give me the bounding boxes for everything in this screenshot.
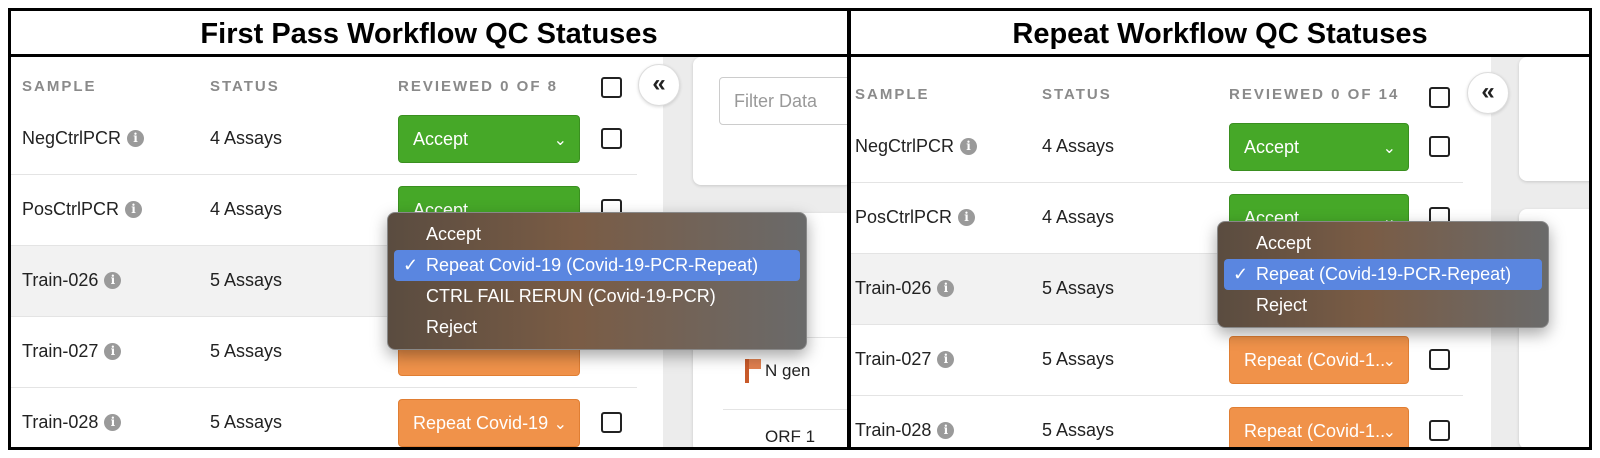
- info-icon[interactable]: i: [958, 209, 976, 226]
- sample-name: PosCtrlPCR: [855, 207, 953, 227]
- sample-name: Train-026: [22, 270, 99, 290]
- qc-status-select[interactable]: Repeat (Covid-1...⌄: [1229, 336, 1409, 384]
- check-icon: ✓: [403, 255, 419, 275]
- status-text: 5 Assays: [210, 341, 283, 361]
- info-icon[interactable]: i: [104, 272, 122, 289]
- collapse-sidebar-button[interactable]: «: [1467, 72, 1509, 114]
- chevron-down-icon: ⌄: [1382, 424, 1396, 441]
- info-icon[interactable]: i: [937, 422, 955, 439]
- info-icon[interactable]: i: [127, 130, 145, 147]
- filter-data-input[interactable]: Filter Data: [719, 77, 847, 125]
- status-text: 5 Assays: [210, 412, 283, 432]
- status-text: 4 Assays: [1042, 136, 1115, 156]
- table-row: NegCtrlPCR i 4 Assays Accept⌄: [11, 104, 637, 175]
- qc-status-dropdown-menu: Accept ✓Repeat Covid-19 (Covid-19-PCR-Re…: [387, 212, 807, 350]
- sample-column-header: SAMPLE: [855, 86, 930, 103]
- table-row: Train-028 i 5 Assays Repeat (Covid-1...⌄: [851, 396, 1463, 447]
- chevron-down-icon: ⌄: [1382, 353, 1396, 370]
- chevron-down-icon: ⌄: [1382, 140, 1396, 157]
- status-column-header: STATUS: [210, 78, 280, 95]
- select-all-checkbox[interactable]: [601, 77, 622, 98]
- info-icon[interactable]: i: [937, 280, 955, 297]
- info-icon[interactable]: i: [104, 414, 122, 431]
- panel-title: First Pass Workflow QC Statuses: [11, 11, 847, 57]
- review-checkbox[interactable]: [1429, 136, 1450, 157]
- sample-name: Train-028: [22, 412, 99, 432]
- menu-item-reject[interactable]: Reject: [1256, 295, 1308, 315]
- repeat-panel: Repeat Workflow QC Statuses SAMPLE STATU…: [851, 11, 1589, 447]
- status-text: 5 Assays: [1042, 349, 1115, 369]
- select-all-checkbox[interactable]: [1429, 87, 1450, 108]
- status-text: 5 Assays: [1042, 420, 1115, 440]
- info-icon[interactable]: i: [937, 351, 955, 368]
- flag-icon: [745, 359, 761, 383]
- orf-label: ORF 1: [765, 427, 816, 446]
- table-row: Train-027 i 5 Assays Repeat (Covid-1...⌄: [851, 325, 1463, 396]
- panel-divider: [847, 8, 851, 450]
- status-text: 5 Assays: [210, 270, 283, 290]
- menu-item-repeat-covid-19[interactable]: ✓Repeat Covid-19 (Covid-19-PCR-Repeat): [394, 250, 800, 281]
- menu-item-ctrl-fail-rerun[interactable]: CTRL FAIL RERUN (Covid-19-PCR): [426, 286, 716, 306]
- menu-item-accept[interactable]: Accept: [426, 224, 482, 244]
- info-icon[interactable]: i: [960, 138, 978, 155]
- qc-status-select[interactable]: Accept⌄: [398, 115, 580, 163]
- status-text: 5 Assays: [1042, 278, 1115, 298]
- sample-name: Train-028: [855, 420, 932, 440]
- menu-item-reject[interactable]: Reject: [426, 317, 478, 337]
- review-checkbox[interactable]: [1429, 349, 1450, 370]
- table-row: NegCtrlPCR i 4 Assays Accept⌄: [851, 112, 1463, 183]
- chevron-down-icon: ⌄: [553, 416, 567, 433]
- sample-name: NegCtrlPCR: [22, 128, 122, 148]
- menu-item-repeat[interactable]: ✓Repeat (Covid-19-PCR-Repeat): [1224, 259, 1542, 290]
- sample-name: Train-027: [855, 349, 932, 369]
- qc-status-select[interactable]: Accept⌄: [1229, 123, 1409, 171]
- review-checkbox[interactable]: [601, 128, 622, 149]
- qc-status-select[interactable]: Repeat Covid-19⌄: [398, 399, 580, 447]
- status-text: 4 Assays: [210, 128, 283, 148]
- sample-name: PosCtrlPCR: [22, 199, 120, 219]
- status-column-header: STATUS: [1042, 86, 1112, 103]
- reviewed-column-header: REVIEWED 0 OF 8: [398, 78, 559, 95]
- menu-item-accept[interactable]: Accept: [1256, 233, 1312, 253]
- table-row: Train-028 i 5 Assays Repeat Covid-19⌄: [11, 388, 637, 447]
- reviewed-column-header: REVIEWED 0 OF 14: [1229, 86, 1400, 103]
- collapse-sidebar-button[interactable]: «: [638, 64, 680, 106]
- n-gene-label: N gen: [765, 361, 811, 380]
- first-pass-panel: First Pass Workflow QC Statuses Filter D…: [11, 11, 847, 447]
- review-checkbox[interactable]: [601, 412, 622, 433]
- filter-card: Filter Data: [693, 57, 847, 185]
- qc-status-dropdown-menu: Accept ✓Repeat (Covid-19-PCR-Repeat) Rej…: [1217, 221, 1549, 328]
- qc-status-select[interactable]: Repeat (Covid-1...⌄: [1229, 407, 1409, 447]
- chevron-down-icon: ⌄: [553, 132, 567, 149]
- filter-card: [1519, 57, 1589, 181]
- status-text: 4 Assays: [1042, 207, 1115, 227]
- sample-name: NegCtrlPCR: [855, 136, 955, 156]
- sample-column-header: SAMPLE: [22, 78, 97, 95]
- sample-name: Train-026: [855, 278, 932, 298]
- info-icon[interactable]: i: [125, 201, 143, 218]
- status-text: 4 Assays: [210, 199, 283, 219]
- check-icon: ✓: [1233, 264, 1249, 284]
- review-checkbox[interactable]: [1429, 420, 1450, 441]
- panel-title: Repeat Workflow QC Statuses: [851, 11, 1589, 57]
- info-icon[interactable]: i: [104, 343, 122, 360]
- sample-name: Train-027: [22, 341, 99, 361]
